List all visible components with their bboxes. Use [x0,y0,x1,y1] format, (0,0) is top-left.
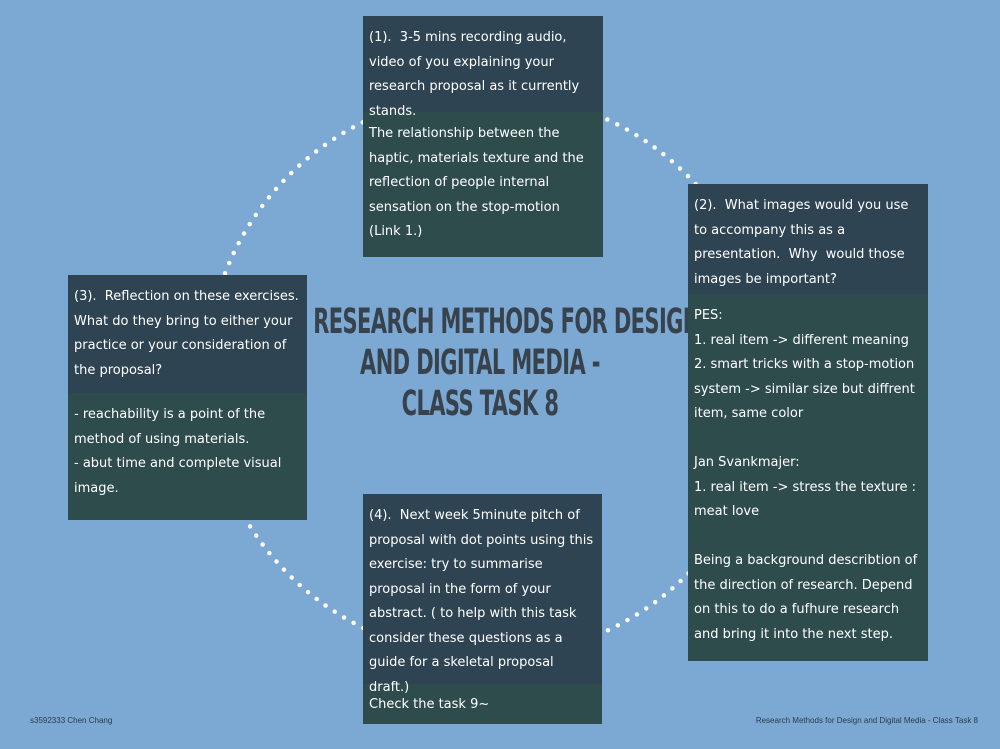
page-title-line-1: RESEARCH METHODS FOR DESIGN [313,302,700,342]
task-card-1: (1). 3-5 mins recording audio, video of … [363,16,603,257]
task-card-3-header: (3). Reflection on these exercises. What… [68,275,307,393]
task-card-1-header: (1). 3-5 mins recording audio, video of … [363,16,603,119]
task-card-1-body: The relationship between the haptic, mat… [363,112,603,257]
task-card-3-answer: - reachability is a point of the method … [74,407,282,496]
task-card-2: (2). What images would you use to accomp… [688,184,928,661]
task-card-3-question: (3). Reflection on these exercises. What… [74,289,303,378]
page-title: RESEARCH METHODS FOR DESIGN AND DIGITAL … [313,302,700,425]
footer-course-title: Research Methods for Design and Digital … [755,716,978,725]
page-title-line-2: AND DIGITAL MEDIA - [360,343,600,383]
task-card-4-question: (4). Next week 5minute pitch of proposal… [369,508,598,695]
task-card-1-answer: The relationship between the haptic, mat… [369,126,584,239]
task-card-4-header: (4). Next week 5minute pitch of proposal… [363,494,602,695]
task-card-3-body: - reachability is a point of the method … [68,393,307,520]
task-card-4-answer: Check the task 9~ [369,697,490,712]
task-card-3: (3). Reflection on these exercises. What… [68,275,307,520]
task-card-2-header: (2). What images would you use to accomp… [688,184,928,294]
task-card-2-answer: PES: 1. real item -> different meaning 2… [694,308,918,642]
footer-author: s3592333 Chen Chang [30,716,113,725]
page-title-line-3: CLASS TASK 8 [401,384,559,424]
task-card-4-body: Check the task 9~ [363,684,602,724]
task-card-2-body: PES: 1. real item -> different meaning 2… [688,294,928,661]
task-card-1-question: (1). 3-5 mins recording audio, video of … [369,30,584,119]
task-card-2-question: (2). What images would you use to accomp… [694,198,913,287]
task-card-4: (4). Next week 5minute pitch of proposal… [363,494,602,724]
